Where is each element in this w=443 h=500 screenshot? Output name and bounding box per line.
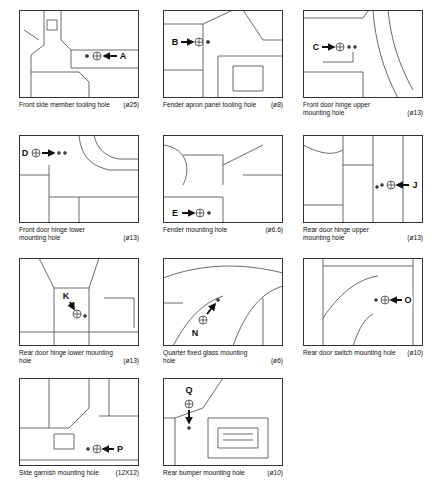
- callout-letter: K: [62, 292, 71, 301]
- panel-frame: [19, 135, 139, 223]
- panel-caption: Front door hinge lower mounting hole: [19, 226, 113, 242]
- garnish-sketch: [19, 378, 139, 460]
- hole-panel: Rear bumper mounting hole (ø10): [163, 378, 283, 477]
- callout-letter: N: [191, 329, 200, 338]
- panel-frame: [303, 10, 423, 98]
- bumper-sketch: [163, 378, 268, 466]
- hole-panel: Rear door hinge upper mounting hole (ø13): [303, 135, 423, 242]
- caption-area: Fender mounting hole (ø6.6): [163, 226, 283, 234]
- panel-frame: [19, 258, 139, 346]
- hinge-lower-sketch: [19, 135, 139, 223]
- caption-area: Front door hinge upper mounting hole (ø13…: [303, 101, 423, 117]
- panel-frame: [163, 10, 283, 98]
- callout-letter: P: [116, 445, 124, 454]
- hole-panel: Quarter fixed glass mounting hole (ø6): [163, 258, 283, 365]
- caption-area: Front door hinge lower mounting hole (ø13…: [19, 226, 139, 242]
- caption-area: Rear door hinge upper mounting hole (ø13): [303, 226, 423, 242]
- hole-dimension: (ø13): [407, 234, 423, 242]
- panel-frame: [163, 135, 283, 223]
- callout-letter: A: [119, 52, 128, 61]
- hole-panel: Front door hinge lower mounting hole (ø13…: [19, 135, 139, 242]
- callout-letter: Q: [184, 386, 193, 395]
- callout-letter: O: [403, 296, 412, 305]
- quarter-glass-sketch: [163, 266, 283, 346]
- hole-dimension: (ø10): [267, 469, 283, 477]
- callout-letter: J: [411, 181, 418, 190]
- caption-area: Side garnish mounting hole(12X12): [19, 469, 139, 477]
- fender-sketch: [163, 145, 283, 223]
- panel-frame: [163, 258, 283, 346]
- caption-area: Fender apron panel tooling hole (ø8): [163, 101, 283, 109]
- hole-dimension: (ø8): [271, 101, 283, 109]
- hole-dimension: (ø6): [271, 357, 283, 365]
- hole-panel: Rear door switch mounting hole (ø10): [303, 258, 423, 357]
- hole-dimension: (ø25): [123, 101, 139, 109]
- hole-dimension: (12X12): [116, 469, 139, 477]
- callout-letter: B: [171, 38, 180, 47]
- apron-sketch: [163, 10, 283, 98]
- hole-dimension: (ø6.6): [265, 226, 283, 234]
- panel-caption: Quarter fixed glass mounting hole: [163, 349, 257, 365]
- panel-caption: Rear door hinge lower mounting hole: [19, 349, 113, 365]
- panel-caption: Front door hinge upper mounting hole: [303, 101, 397, 117]
- panel-frame: [303, 135, 423, 223]
- panel-caption: Fender mounting hole: [163, 226, 257, 234]
- hole-panel: Rear door hinge lower mounting hole (ø13): [19, 258, 139, 365]
- callout-letter: E: [171, 209, 179, 218]
- side-member-sketch: [24, 10, 139, 98]
- hole-dimension: (ø13): [407, 109, 423, 117]
- hole-dimension: (ø10): [407, 349, 423, 357]
- hinge-rear-lower-sketch: [19, 258, 139, 346]
- c-pillar-sketch: [323, 258, 413, 346]
- caption-area: Front side member tooling hole (ø25): [19, 101, 139, 109]
- callout-letter: C: [312, 43, 321, 52]
- caption-area: Rear bumper mounting hole (ø10): [163, 469, 283, 477]
- caption-area: Rear door switch mounting hole (ø10): [303, 349, 423, 357]
- hole-dimension: (ø13): [123, 357, 139, 365]
- caption-area: Quarter fixed glass mounting hole (ø6): [163, 349, 283, 365]
- hole-panel: Fender apron panel tooling hole (ø8): [163, 10, 283, 109]
- panel-caption: Rear door hinge upper mounting hole: [303, 226, 397, 242]
- panel-caption: Front side member tooling hole: [19, 101, 113, 109]
- b-pillar-sketch: [303, 135, 409, 223]
- a-pillar-sketch: [303, 10, 413, 98]
- panel-caption: Rear bumper mounting hole: [163, 469, 257, 477]
- hole-panel: Side garnish mounting hole(12X12): [19, 378, 139, 477]
- callout-letter: D: [21, 149, 30, 158]
- hole-panel: Front door hinge upper mounting hole (ø13…: [303, 10, 423, 117]
- hole-dimension: (ø13): [123, 234, 139, 242]
- panel-frame: [163, 378, 283, 466]
- panel-caption: Rear door switch mounting hole: [303, 349, 397, 357]
- panel-caption: Side garnish mounting hole: [19, 469, 113, 477]
- hole-panel: Fender mounting hole (ø6.6): [163, 135, 283, 234]
- caption-area: Rear door hinge lower mounting hole (ø13): [19, 349, 139, 365]
- panel-caption: Fender apron panel tooling hole: [163, 101, 257, 109]
